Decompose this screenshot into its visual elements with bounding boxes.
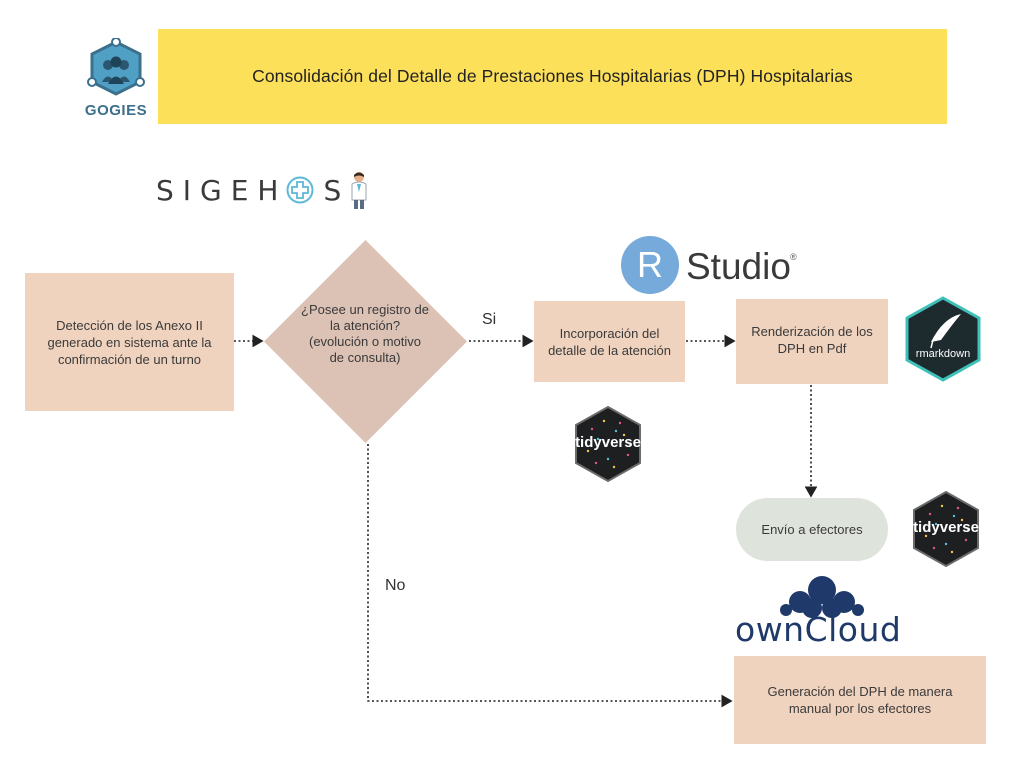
owncloud-word: ownCloud	[735, 610, 902, 649]
page-title: Consolidación del Detalle de Prestacione…	[158, 29, 947, 124]
tidyverse-hex-1: tidyverse	[574, 405, 642, 483]
cloud-icon	[780, 576, 864, 618]
tidyverse-hex-icon	[913, 490, 979, 568]
node-start: Detección de los Anexo II generado en si…	[25, 273, 234, 411]
rstudio-letter: R	[637, 244, 663, 285]
rstudio-word: Studio	[686, 246, 791, 287]
gogies-logo-icon	[87, 37, 145, 96]
rmarkdown-hex-icon	[905, 296, 981, 382]
node-decision-shape	[264, 240, 467, 443]
rmarkdown-hex: rmarkdown	[905, 296, 981, 382]
node-renderizacion: Renderización de los DPH en Pdf	[736, 299, 888, 384]
gogies-logo-text: GOGIES	[84, 102, 148, 119]
edge-decision-to-generacion	[367, 444, 733, 708]
doctor-icon	[351, 172, 367, 209]
tidyverse-hex-2: tidyverse	[912, 490, 980, 568]
tidyverse-label-2: tidyverse	[913, 519, 979, 536]
rmarkdown-label: rmarkdown	[915, 348, 971, 360]
gogies-logo	[78, 37, 154, 102]
sigehos-prefix: SIGEH	[156, 173, 288, 207]
tidyverse-hex-icon	[575, 405, 641, 483]
node-generacion: Generación del DPH de manera manual por …	[734, 656, 986, 744]
node-envio: Envío a efectores	[736, 498, 888, 561]
sigehos-logo: SIGEH S	[156, 170, 370, 210]
sigehos-suffix: S	[323, 173, 351, 207]
tidyverse-label-1: tidyverse	[575, 434, 641, 451]
registered-mark: ®	[790, 252, 797, 262]
medical-cross-icon	[286, 176, 314, 204]
edge-label-no: No	[385, 577, 406, 594]
node-incorporacion: Incorporación del detalle de la atención	[534, 301, 685, 382]
node-decision: ¿Posee un registro de la atención? (evol…	[301, 302, 429, 365]
owncloud-logo	[776, 574, 866, 622]
edge-label-yes: Si	[482, 311, 497, 328]
rstudio-logo: R	[620, 235, 810, 295]
rstudio-circle-icon	[621, 236, 679, 294]
